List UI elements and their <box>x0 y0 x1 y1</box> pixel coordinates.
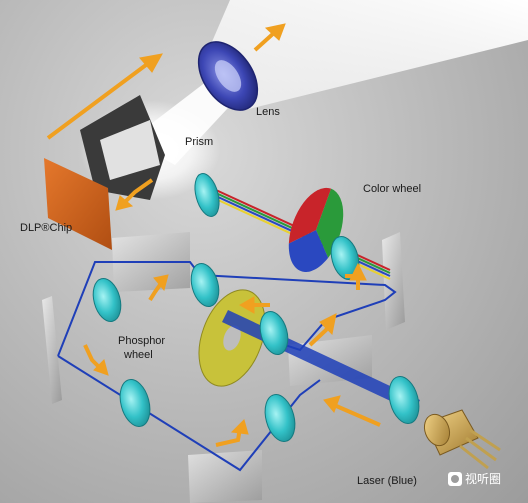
projection-beam <box>205 0 528 110</box>
mirror-bottom <box>188 450 262 503</box>
dlp-chip <box>44 158 112 250</box>
dlp-chip-label: DLP®Chip <box>20 222 73 234</box>
laser-label: Laser (Blue) <box>357 475 417 487</box>
arrow-to-chip <box>115 178 154 211</box>
arrow-bottom <box>215 419 249 447</box>
arrow-laser <box>323 395 381 427</box>
phosphor-wheel <box>198 289 266 387</box>
prism-label: Prism <box>185 136 214 148</box>
arrow-left-down <box>83 344 109 376</box>
color-wheel-label: Color wheel <box>363 183 422 195</box>
arrow-right-mirror <box>345 262 367 290</box>
laser-module <box>423 409 501 470</box>
arrow-top-left <box>46 53 163 140</box>
watermark-text: 视听圈 <box>465 472 502 486</box>
phosphor-wheel-label-line2: wheel <box>124 349 153 361</box>
lens-inner <box>214 60 242 92</box>
prism-light <box>100 120 160 180</box>
mirror-right <box>382 232 405 330</box>
light-direction-arrows <box>46 23 381 447</box>
arrow-phosphor-side <box>238 296 270 314</box>
lens-label: Lens <box>256 106 280 118</box>
arrow-center <box>308 313 337 347</box>
watermark-logo-icon <box>448 471 462 486</box>
phosphor-wheel-label-line1: Phosphor <box>118 335 166 347</box>
arrow-projection <box>253 23 286 52</box>
watermark: 视听圈 <box>448 470 501 487</box>
arrow-phosphor-up <box>148 274 169 302</box>
mirror-left <box>42 296 62 404</box>
